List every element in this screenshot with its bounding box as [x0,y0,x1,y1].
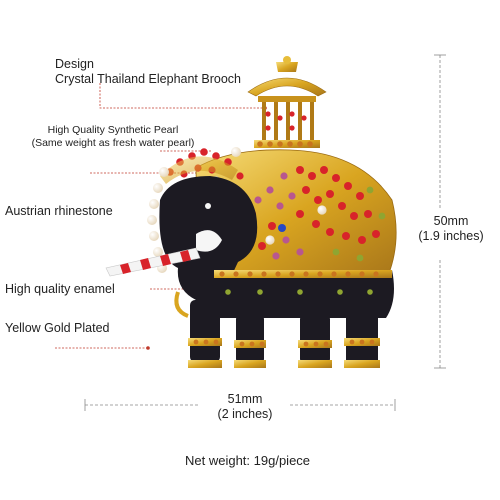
width-mm: 51mm [227,392,263,406]
pagoda-icon [247,56,327,148]
pearl-label-line1: High Quality Synthetic Pearl [47,124,179,136]
design-label: Design Crystal Thailand Elephant Brooch [55,57,241,87]
height-dimension-line [434,54,446,369]
plating-label: Yellow Gold Plated [5,321,110,335]
design-leader-line [99,83,265,109]
elephant-body [214,270,394,318]
net-weight-label: Net weight: 19g/piece [185,453,311,468]
width-in: (2 inches) [217,407,273,421]
height-in: (1.9 inches) [418,229,484,243]
plating-leader-dot [146,346,150,350]
height-dimension-label: 50mm (1.9 inches) [404,214,498,244]
height-mm: 50mm [433,214,469,228]
pearl-bead [317,205,327,215]
enamel-label: High quality enamel [5,282,115,296]
design-label-line2: Crystal Thailand Elephant Brooch [55,72,241,86]
rhinestone-label: Austrian rhinestone [5,204,113,218]
pearl-label: High Quality Synthetic Pearl (Same weigh… [2,124,224,149]
pearl-label-line2: (Same weight as fresh water pearl) [31,136,195,149]
elephant-legs [188,300,380,368]
width-dimension-line [84,399,396,411]
pearl-bead [265,235,275,245]
pearl-beads [147,147,241,273]
design-label-line1: Design [55,57,94,71]
width-dimension-label: 51mm (2 inches) [190,392,300,422]
